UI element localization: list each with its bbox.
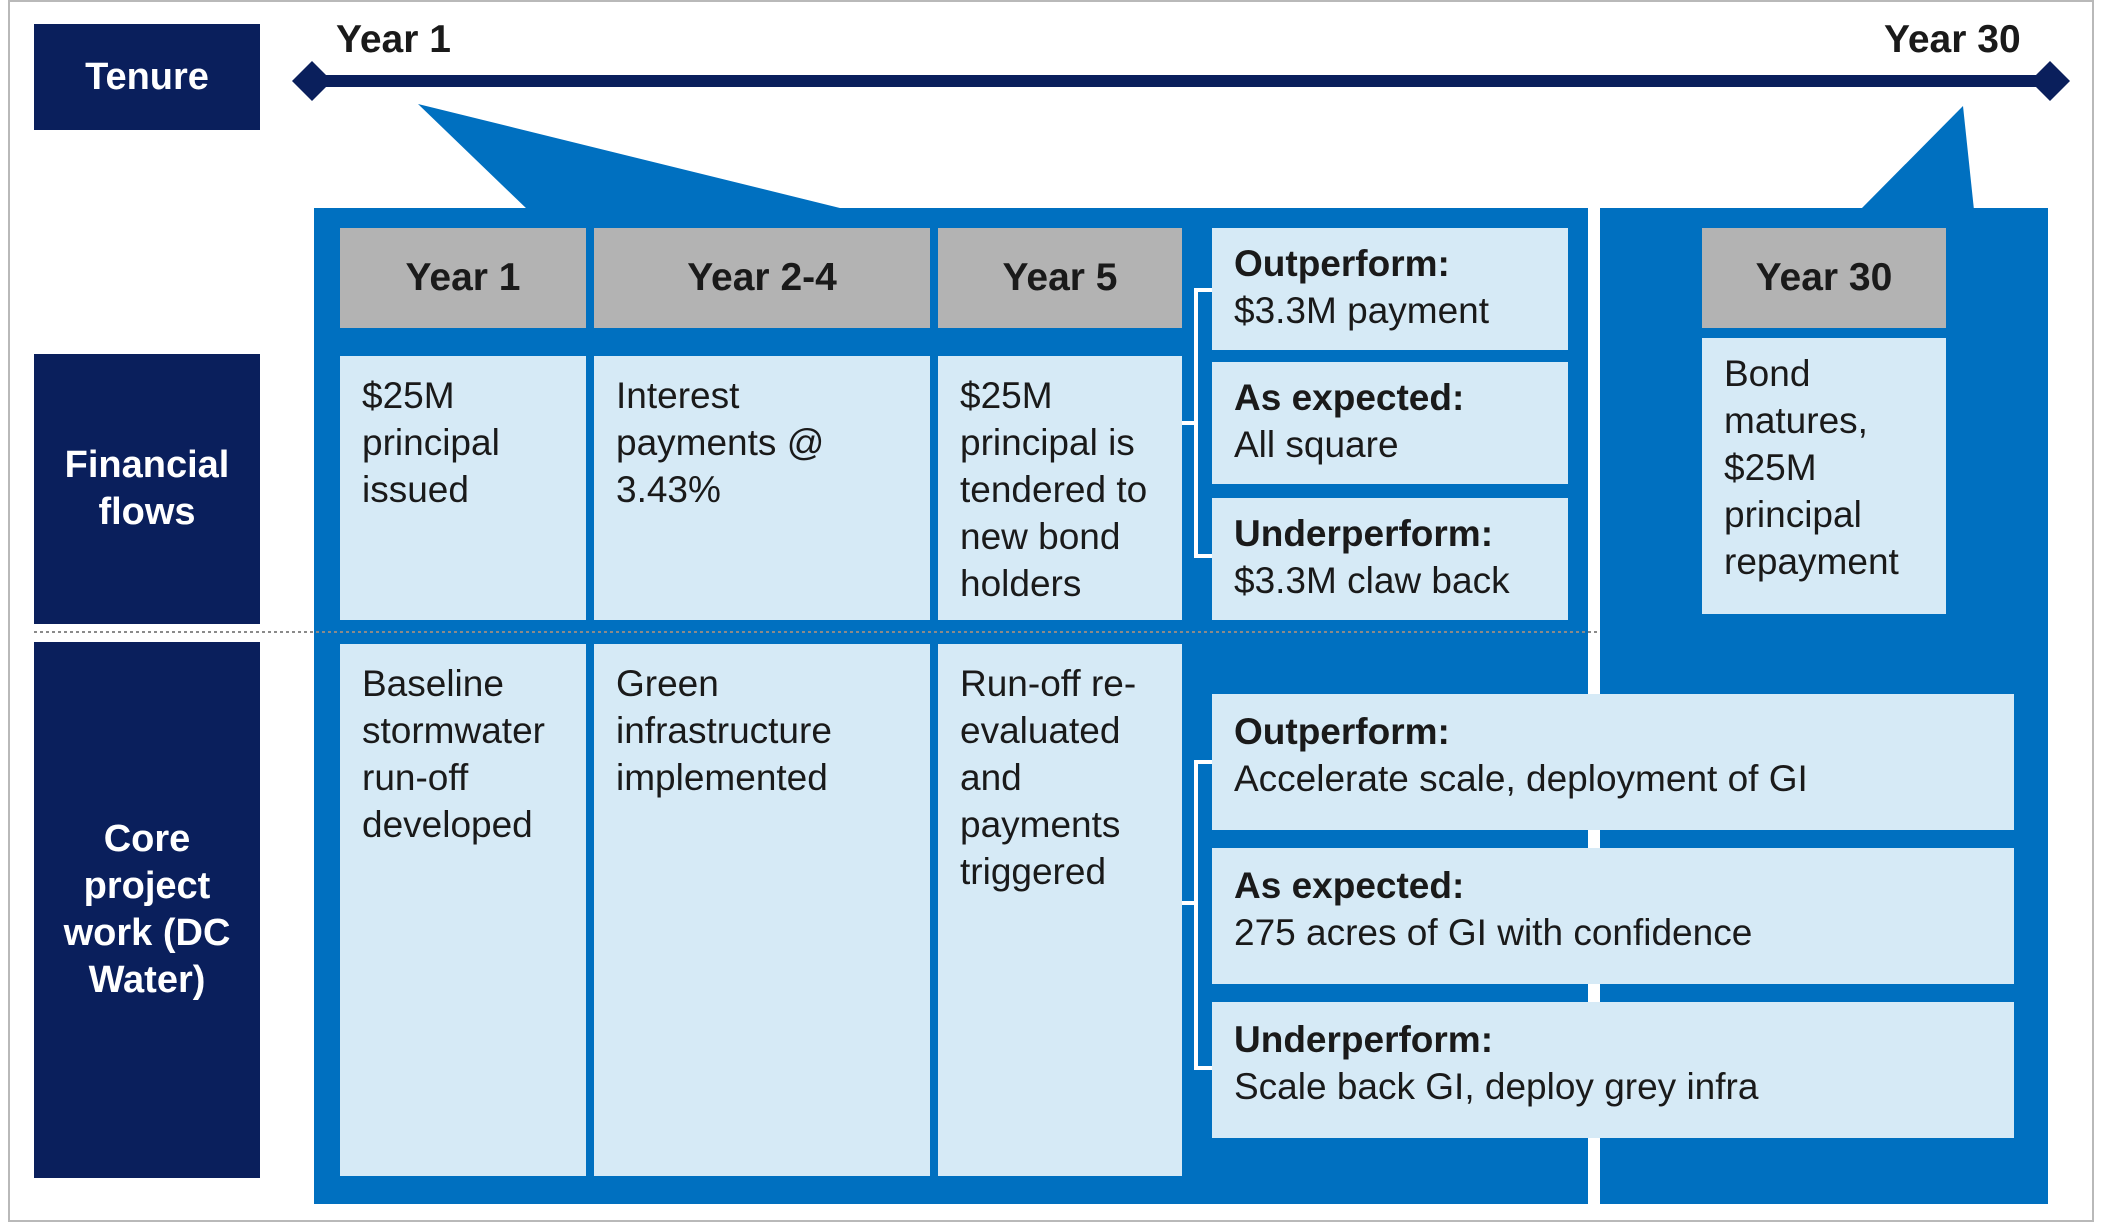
core-year1-cell: Baseline stormwater run-off developed — [340, 644, 586, 1176]
core-outcome-underperform: Underperform: Scale back GI, deploy grey… — [1212, 1002, 2014, 1138]
outcome-title: Underperform: — [1234, 1019, 1494, 1060]
financial-flows-label: Financial flows — [34, 354, 260, 624]
outcome-detail: Scale back GI, deploy grey infra — [1234, 1066, 1759, 1107]
outcome-title: Underperform: — [1234, 513, 1494, 554]
callout-wedge-right — [1860, 106, 1974, 210]
financial-year30-cell: Bond matures, $25M principal repayment — [1702, 338, 1946, 614]
header-year1: Year 1 — [340, 228, 586, 328]
financial-year2-4-cell: Interest payments @ 3.43% — [594, 356, 930, 620]
outcome-title: Outperform: — [1234, 711, 1450, 752]
outcome-title: As expected: — [1234, 865, 1465, 906]
diagram-frame — [8, 0, 2094, 1222]
outcome-detail: All square — [1234, 424, 1399, 465]
core-project-work-label: Core project work (DC Water) — [34, 642, 260, 1178]
timeline-start-diamond — [292, 61, 332, 101]
outcome-detail: $3.3M payment — [1234, 290, 1490, 331]
financial-outcome-outperform: Outperform: $3.3M payment — [1212, 228, 1568, 350]
header-year2-4: Year 2-4 — [594, 228, 930, 328]
core-outcome-as-expected: As expected: 275 acres of GI with confid… — [1212, 848, 2014, 984]
header-year5: Year 5 — [938, 228, 1182, 328]
tenure-label: Tenure — [34, 24, 260, 130]
financial-year5-cell: $25M principal is tendered to new bond h… — [938, 356, 1182, 620]
outcome-detail: $3.3M claw back — [1234, 560, 1510, 601]
financial-year1-cell: $25M principal issued — [340, 356, 586, 620]
financial-outcome-as-expected: As expected: All square — [1212, 362, 1568, 484]
core-outcome-outperform: Outperform: Accelerate scale, deployment… — [1212, 694, 2014, 830]
header-year30: Year 30 — [1702, 228, 1946, 328]
timeline-start-label: Year 1 — [336, 18, 451, 61]
outcome-detail: Accelerate scale, deployment of GI — [1234, 758, 1808, 799]
core-year5-cell: Run-off re-evaluated and payments trigge… — [938, 644, 1182, 1176]
core-bracket — [1194, 760, 1212, 1070]
financial-outcome-underperform: Underperform: $3.3M claw back — [1212, 498, 1568, 620]
timeline-end-label: Year 30 — [1884, 18, 2021, 61]
outcome-detail: 275 acres of GI with confidence — [1234, 912, 1753, 953]
timeline-end-diamond — [2030, 61, 2070, 101]
outcome-title: Outperform: — [1234, 243, 1450, 284]
core-year2-4-cell: Green infrastructure implemented — [594, 644, 930, 1176]
callout-wedge-left — [418, 104, 848, 210]
outcome-title: As expected: — [1234, 377, 1465, 418]
